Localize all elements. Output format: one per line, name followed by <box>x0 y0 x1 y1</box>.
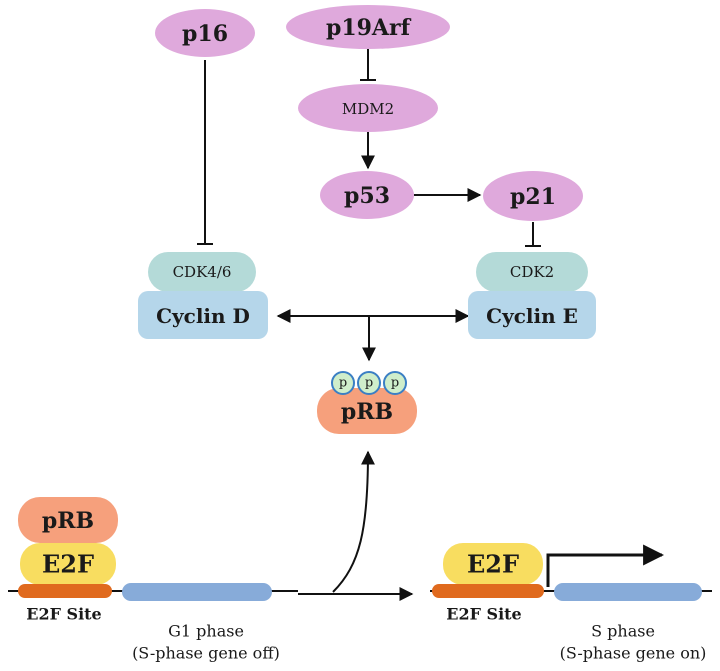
e2f-left-label: E2F <box>42 550 94 579</box>
p16-label: p16 <box>182 21 228 47</box>
complex-cyclin-e-cdk2: CDK2 Cyclin E <box>468 252 596 339</box>
g1-gene-state-caption: (S-phase gene off) <box>132 644 280 663</box>
phosphate-group-3: p <box>383 371 407 395</box>
prb-release-curve-arrow <box>332 450 375 593</box>
e2f-right-label: E2F <box>467 550 519 579</box>
s-gene-state-caption: (S-phase gene on) <box>560 644 707 663</box>
complex-cyclin-d-cdk46: CDK4/6 Cyclin D <box>138 252 268 339</box>
captions: E2F Site G1 phase (S-phase gene off) E2F… <box>26 605 706 663</box>
s-promoter-complex: E2F <box>432 543 702 601</box>
node-p53: p53 <box>320 171 414 219</box>
phosphate-label-1: p <box>339 376 347 391</box>
cyclin-e-shape <box>468 291 596 339</box>
phosphate-circle-2 <box>357 371 381 395</box>
e2f-site-left-shape <box>18 584 112 598</box>
cyclin-d-shape <box>138 291 268 339</box>
p16-shape <box>155 9 255 57</box>
p21-label: p21 <box>510 184 556 210</box>
cdk46-shape <box>148 252 256 292</box>
node-p19arf: p19Arf <box>286 5 450 49</box>
s-phase-caption: S phase <box>591 622 655 641</box>
e2f-site-right-shape <box>432 584 544 598</box>
connectors <box>197 48 665 601</box>
cdk46-label: CDK4/6 <box>173 263 232 281</box>
gene-right-shape <box>554 583 702 601</box>
cdk2-shape <box>476 252 588 292</box>
cdk2-label: CDK2 <box>510 263 554 281</box>
phosphate-label-2: p <box>365 376 373 391</box>
transcription-start-arrow <box>546 544 665 587</box>
p19arf-shape <box>286 5 450 49</box>
gene-left-shape <box>122 583 272 601</box>
mdm2-label: MDM2 <box>342 100 394 118</box>
node-p21: p21 <box>483 171 583 221</box>
phosphate-circle-3 <box>383 371 407 395</box>
phosphate-group-1: p <box>331 371 355 395</box>
p19arf-label: p19Arf <box>326 15 412 41</box>
e2f-right-shape <box>443 543 543 585</box>
e2f-site-left-caption: E2F Site <box>26 605 101 624</box>
phosphate-circle-1 <box>331 371 355 395</box>
mdm2-shape <box>298 84 438 132</box>
phosphate-label-3: p <box>391 376 399 391</box>
e2f-site-right-caption: E2F Site <box>446 605 521 624</box>
e2f-left-shape <box>20 543 116 585</box>
prb-phos-label: pRB <box>341 399 393 425</box>
node-mdm2: MDM2 <box>298 84 438 132</box>
p53-label: p53 <box>344 183 390 209</box>
cyclin-e-label: Cyclin E <box>486 304 578 328</box>
prb-phos-shape <box>317 388 417 434</box>
prb-bound-shape <box>18 497 118 543</box>
g1-promoter-complex: pRB E2F <box>18 497 272 601</box>
prb-bound-label: pRB <box>42 508 94 534</box>
node-p16: p16 <box>155 9 255 57</box>
p21-shape <box>483 171 583 221</box>
g1-phase-caption: G1 phase <box>168 622 244 641</box>
p53-shape <box>320 171 414 219</box>
phosphate-group-2: p <box>357 371 381 395</box>
prb-phosphorylated: pRB p p p <box>317 371 417 434</box>
cyclin-d-label: Cyclin D <box>156 304 250 328</box>
